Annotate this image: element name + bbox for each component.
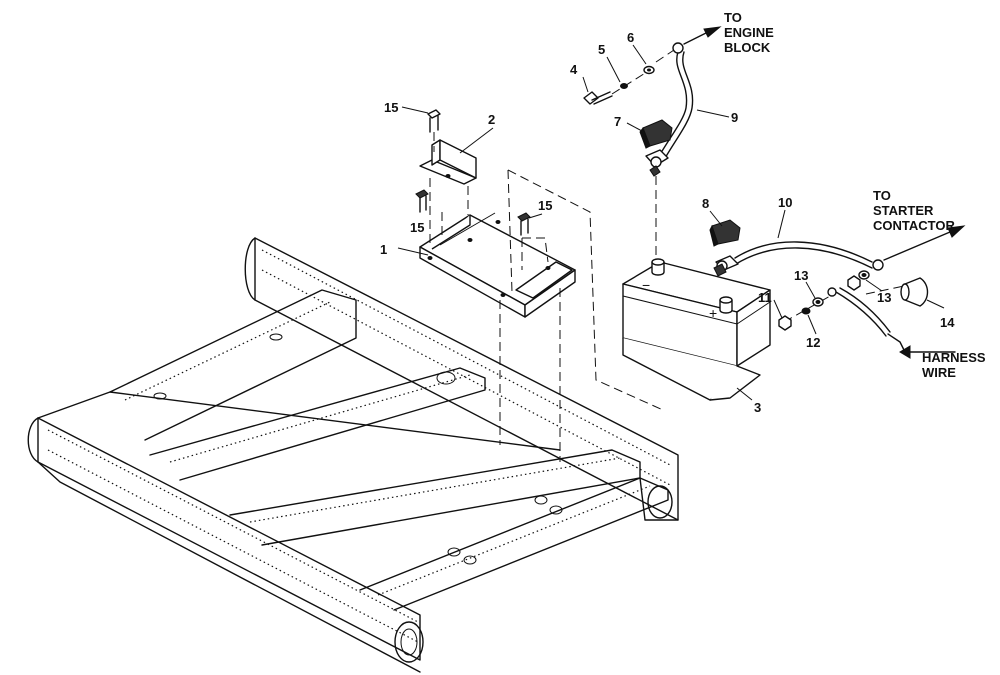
callout-5: 5 [598, 42, 605, 57]
callout-6: 6 [627, 30, 634, 45]
positive-terminal-mark: + [709, 305, 717, 321]
caption-harness-wire: HARNESS WIRE [922, 350, 986, 380]
callout-14: 14 [940, 315, 955, 330]
callout-12: 12 [806, 335, 820, 350]
callout-13-left: 13 [794, 268, 808, 283]
caption-starter-line1: TO [873, 188, 891, 203]
callout-4: 4 [570, 62, 578, 77]
caption-starter-contactor: TO STARTER CONTACTOR [873, 188, 955, 233]
harness-wire [827, 287, 956, 359]
callout-11: 11 [758, 290, 772, 305]
callout-7: 7 [614, 114, 621, 129]
callout-13-right: 13 [877, 290, 891, 305]
terminal-boot-14 [900, 277, 929, 307]
positive-cable [713, 241, 884, 277]
hardware-axis [611, 69, 651, 95]
bolt-15-left [415, 189, 429, 213]
bolt-15-right [517, 212, 531, 236]
callout-10: 10 [778, 195, 792, 210]
caption-harness-line1: HARNESS [922, 350, 986, 365]
engine-block-arrow [683, 26, 722, 45]
caption-starter-line2: STARTER [873, 203, 934, 218]
flat-washer-6 [643, 65, 655, 75]
callout-15-right: 15 [538, 198, 552, 213]
caption-engine-block-line1: TO [724, 10, 742, 25]
battery: − + [622, 258, 771, 401]
callout-8: 8 [702, 196, 709, 211]
callout-15-left: 15 [410, 220, 424, 235]
washer-13b [858, 270, 870, 280]
ground-cable [645, 42, 694, 255]
terminal-cover-positive [709, 219, 741, 247]
lock-washer-5 [620, 83, 628, 89]
callout-3: 3 [754, 400, 761, 415]
lock-washer-12 [801, 307, 811, 315]
caption-engine-block-line2: ENGINE [724, 25, 774, 40]
leader-lines [397, 44, 945, 401]
chassis-frame [27, 237, 679, 673]
callout-15-top: 15 [384, 100, 398, 115]
hold-down-clamp [419, 139, 477, 185]
callout-1: 1 [380, 242, 387, 257]
caption-engine-block-line3: BLOCK [724, 40, 771, 55]
callout-2: 2 [488, 112, 495, 127]
bolt-4 [583, 91, 613, 105]
caption-harness-line2: WIRE [922, 365, 956, 380]
negative-terminal-mark: − [642, 277, 650, 293]
washer-13a [812, 297, 824, 307]
bolt-15-top [427, 109, 441, 152]
caption-starter-line3: CONTACTOR [873, 218, 955, 233]
tray-alignment-lines [429, 169, 664, 462]
nut-13b [847, 275, 861, 291]
battery-tray [419, 212, 576, 318]
starter-contactor-arrow [883, 225, 966, 261]
callout-9: 9 [731, 110, 738, 125]
caption-engine-block: TO ENGINE BLOCK [724, 10, 774, 55]
terminal-cover-negative [639, 119, 673, 149]
harness-hardware-axis [783, 285, 905, 323]
nut-11 [778, 315, 792, 331]
